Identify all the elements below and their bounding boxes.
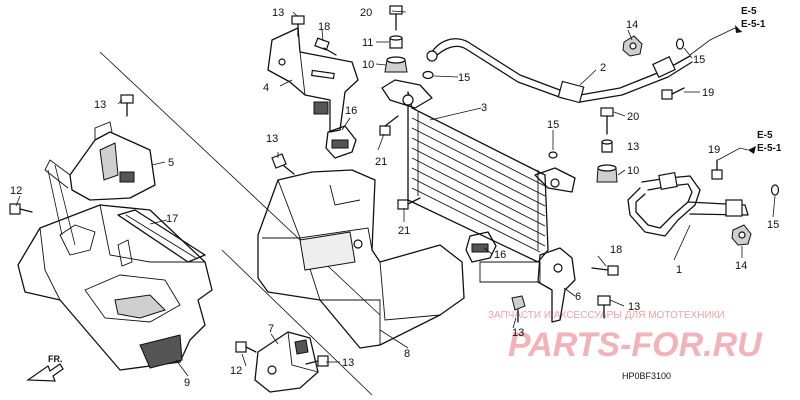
callout-21: 21 xyxy=(398,225,410,237)
callout-14: 14 xyxy=(735,260,747,272)
reference-mid-right: E-5 E-5-1 xyxy=(748,130,782,154)
rubber-strap-part-17 xyxy=(117,209,206,263)
callout-6: 6 xyxy=(575,291,581,303)
clamp-part-14-lower xyxy=(731,224,752,246)
callout-12: 12 xyxy=(230,365,242,377)
bolt-13-mid xyxy=(271,153,295,175)
cooler-guard-part-8 xyxy=(257,169,465,349)
bolt-19-lower xyxy=(711,159,723,180)
callout-13: 13 xyxy=(94,99,106,111)
callout-10: 10 xyxy=(362,59,374,71)
callout-21: 21 xyxy=(375,156,387,168)
callouts: 13 18 4 20 11 10 15 3 2 14 15 19 20 15 1… xyxy=(10,7,779,389)
ref-e5-top: E-5 xyxy=(741,6,757,17)
callout-13: 13 xyxy=(512,327,524,339)
callout-16: 16 xyxy=(345,105,357,117)
collar-part-11-lower xyxy=(601,139,613,153)
callout-8: 8 xyxy=(404,348,410,360)
callout-18: 18 xyxy=(318,21,330,33)
callout-13: 13 xyxy=(266,133,278,145)
reference-top-right: E-5 E-5-1 xyxy=(734,6,766,33)
ref-e51-mid: E-5-1 xyxy=(757,143,782,154)
bolt-20-upper xyxy=(389,5,403,31)
section-lines xyxy=(99,51,381,396)
callout-12: 12 xyxy=(10,185,22,197)
stay-bracket-part-4 xyxy=(267,27,359,133)
callout-17: 17 xyxy=(166,213,178,225)
callout-19: 19 xyxy=(702,87,714,99)
callout-13: 13 xyxy=(272,7,284,19)
front-arrow-icon xyxy=(26,363,64,382)
watermark-logo: PARTS-FOR.RU xyxy=(508,326,763,364)
diagram-code: HP0BF3100 xyxy=(622,371,671,381)
callout-15: 15 xyxy=(458,72,470,84)
bracket-part-7 xyxy=(254,331,319,393)
callout-15: 15 xyxy=(547,119,559,131)
callout-20: 20 xyxy=(627,111,639,123)
bolt-13-bottom xyxy=(305,355,329,367)
lower-guard-part-9 xyxy=(17,204,213,371)
bolt-21-lower xyxy=(397,197,421,210)
callout-9: 9 xyxy=(184,377,190,389)
callout-5: 5 xyxy=(168,157,174,169)
callout-16: 16 xyxy=(494,249,506,261)
bolt-13-lower-mid xyxy=(511,295,526,323)
callout-19: 19 xyxy=(708,144,720,156)
stay-part-6 xyxy=(479,247,576,323)
clamp-part-14-upper xyxy=(622,35,643,57)
bolt-12-bottom xyxy=(235,341,257,353)
callout-3: 3 xyxy=(481,102,487,114)
bolt-13-top xyxy=(291,15,305,37)
front-direction-marker: FR. xyxy=(26,354,64,382)
bolt-13-right xyxy=(597,295,611,319)
bolts xyxy=(9,5,723,367)
washers-part-15 xyxy=(422,38,780,196)
callout-2: 2 xyxy=(600,62,606,74)
bolt-19-upper xyxy=(661,87,685,100)
callout-18: 18 xyxy=(610,244,622,256)
front-label: FR. xyxy=(48,354,63,364)
callout-13: 13 xyxy=(628,301,640,313)
watermark-tagline: ЗАПЧАСТИ И АКСЕССУАРЫ ДЛЯ МОТОТЕХНИКИ xyxy=(488,310,725,321)
bracket-part-5 xyxy=(44,121,156,201)
watermark: ЗАПЧАСТИ И АКСЕССУАРЫ ДЛЯ МОТОТЕХНИКИ PA… xyxy=(488,310,763,364)
callout-11: 11 xyxy=(362,37,373,49)
bolt-13-left xyxy=(120,94,134,117)
callout-15: 15 xyxy=(693,54,705,66)
callout-1: 1 xyxy=(676,264,682,276)
bolt-18-lower xyxy=(591,265,619,276)
bolt-18-top xyxy=(314,37,337,56)
callout-13: 13 xyxy=(627,141,639,153)
oil-cooler-part-3 xyxy=(381,79,576,263)
clip-part-16-lower xyxy=(465,231,497,263)
cooler-fins xyxy=(411,117,546,253)
callout-10: 10 xyxy=(627,165,639,177)
callout-13: 13 xyxy=(342,357,354,369)
callout-20: 20 xyxy=(360,7,372,19)
grommet-part-10-lower xyxy=(596,164,618,183)
collar-part-11 xyxy=(389,35,403,49)
callout-14: 14 xyxy=(626,19,638,31)
clip-part-16-upper xyxy=(325,125,357,159)
bolt-20-lower xyxy=(600,107,614,135)
ref-e5-mid: E-5 xyxy=(757,130,773,141)
leader-lines xyxy=(15,10,776,377)
bolt-21-upper xyxy=(379,115,399,136)
callout-4: 4 xyxy=(263,82,269,94)
grommet-part-10-upper xyxy=(384,56,408,73)
callout-15: 15 xyxy=(767,219,779,231)
oil-pipe-part-2 xyxy=(426,38,693,104)
bolt-12-left xyxy=(9,203,33,215)
oil-pipe-part-1 xyxy=(627,172,749,237)
ref-e51-top: E-5-1 xyxy=(741,19,766,30)
callout-7: 7 xyxy=(268,323,274,335)
